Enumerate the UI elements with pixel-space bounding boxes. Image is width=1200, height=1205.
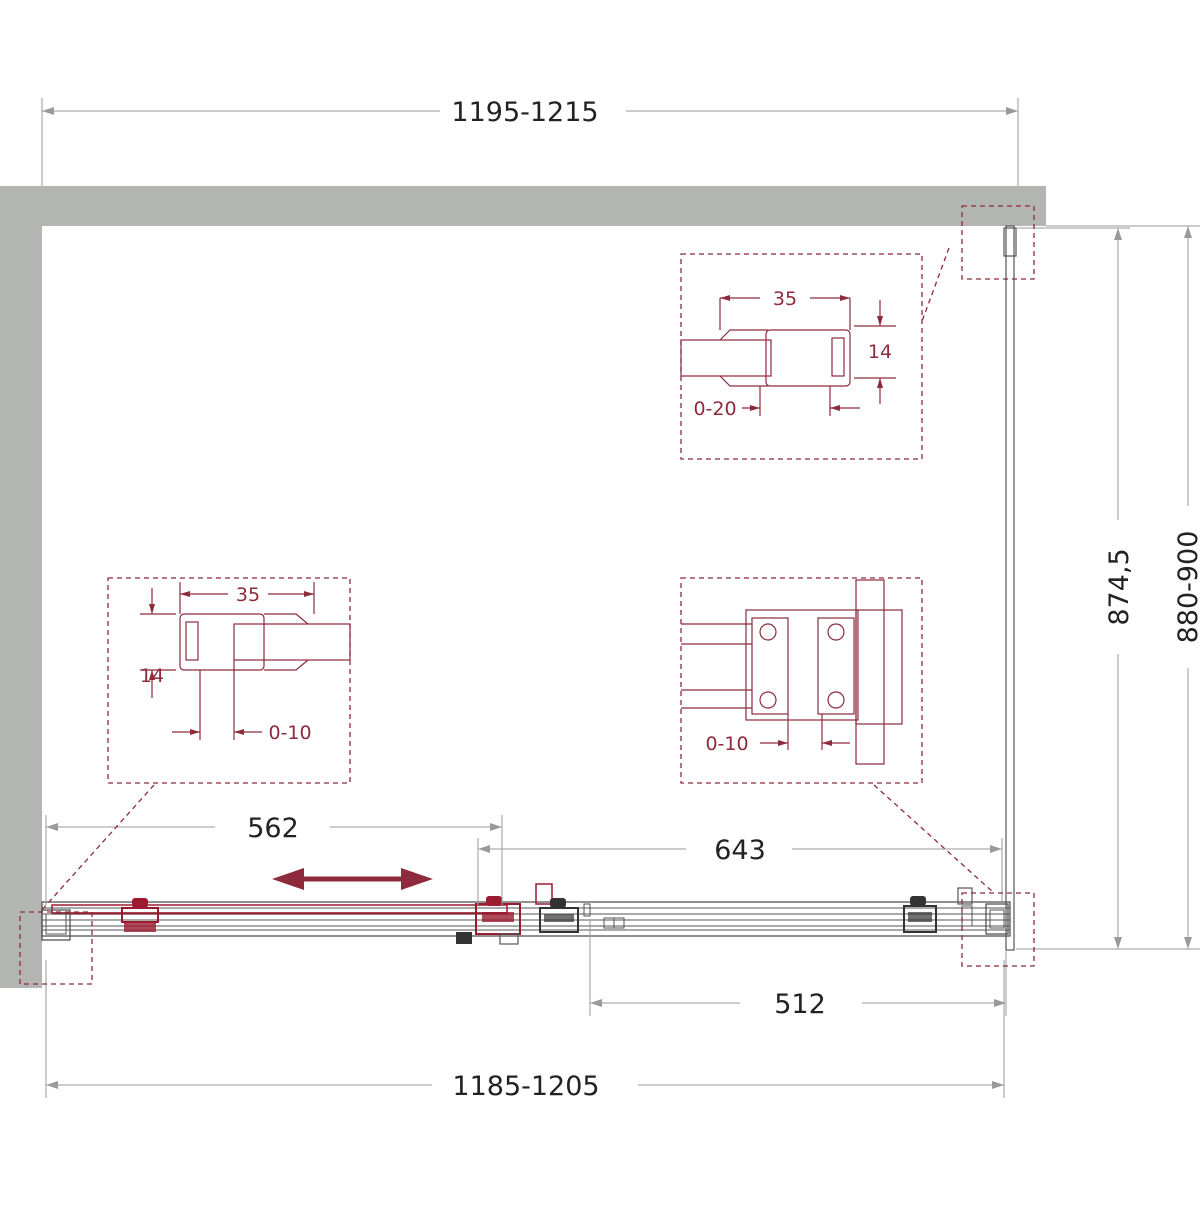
detail-left	[140, 582, 351, 740]
detail-bottom-right-adjust: 0-10	[705, 733, 748, 755]
dim-height-outer: 880-900	[1173, 531, 1200, 644]
dim-left-panel: 562	[247, 813, 299, 844]
dimension-lines	[41, 98, 1200, 1098]
detail-top-right-adjust: 0-20	[693, 398, 736, 420]
roller-middle-red	[456, 896, 521, 945]
dim-bottom-panel: 512	[774, 989, 826, 1020]
detail-top-right	[680, 295, 896, 416]
detail-top-right-width: 35	[773, 288, 797, 310]
detail-callouts	[19, 205, 1035, 985]
detail-top-right-height: 14	[868, 341, 892, 363]
dim-height-inner: 874,5	[1104, 548, 1135, 625]
double-arrow-icon	[272, 868, 433, 890]
roller-center-dark	[535, 883, 625, 933]
roller-left-red	[121, 898, 159, 932]
sliding-door-assembly	[41, 883, 1011, 945]
detail-left-height: 14	[140, 665, 164, 687]
roller-right-dark	[903, 896, 937, 933]
dim-right-panel: 643	[714, 835, 766, 866]
walls	[0, 186, 1046, 988]
dim-bottom-width: 1185-1205	[452, 1071, 599, 1102]
dim-top-width: 1195-1215	[451, 97, 598, 128]
detail-left-width: 35	[236, 584, 260, 606]
right-fixed-glass	[1003, 225, 1130, 951]
detail-left-adjust: 0-10	[268, 722, 311, 744]
wall-shape	[0, 186, 1046, 988]
detail-bottom-right	[681, 579, 903, 765]
